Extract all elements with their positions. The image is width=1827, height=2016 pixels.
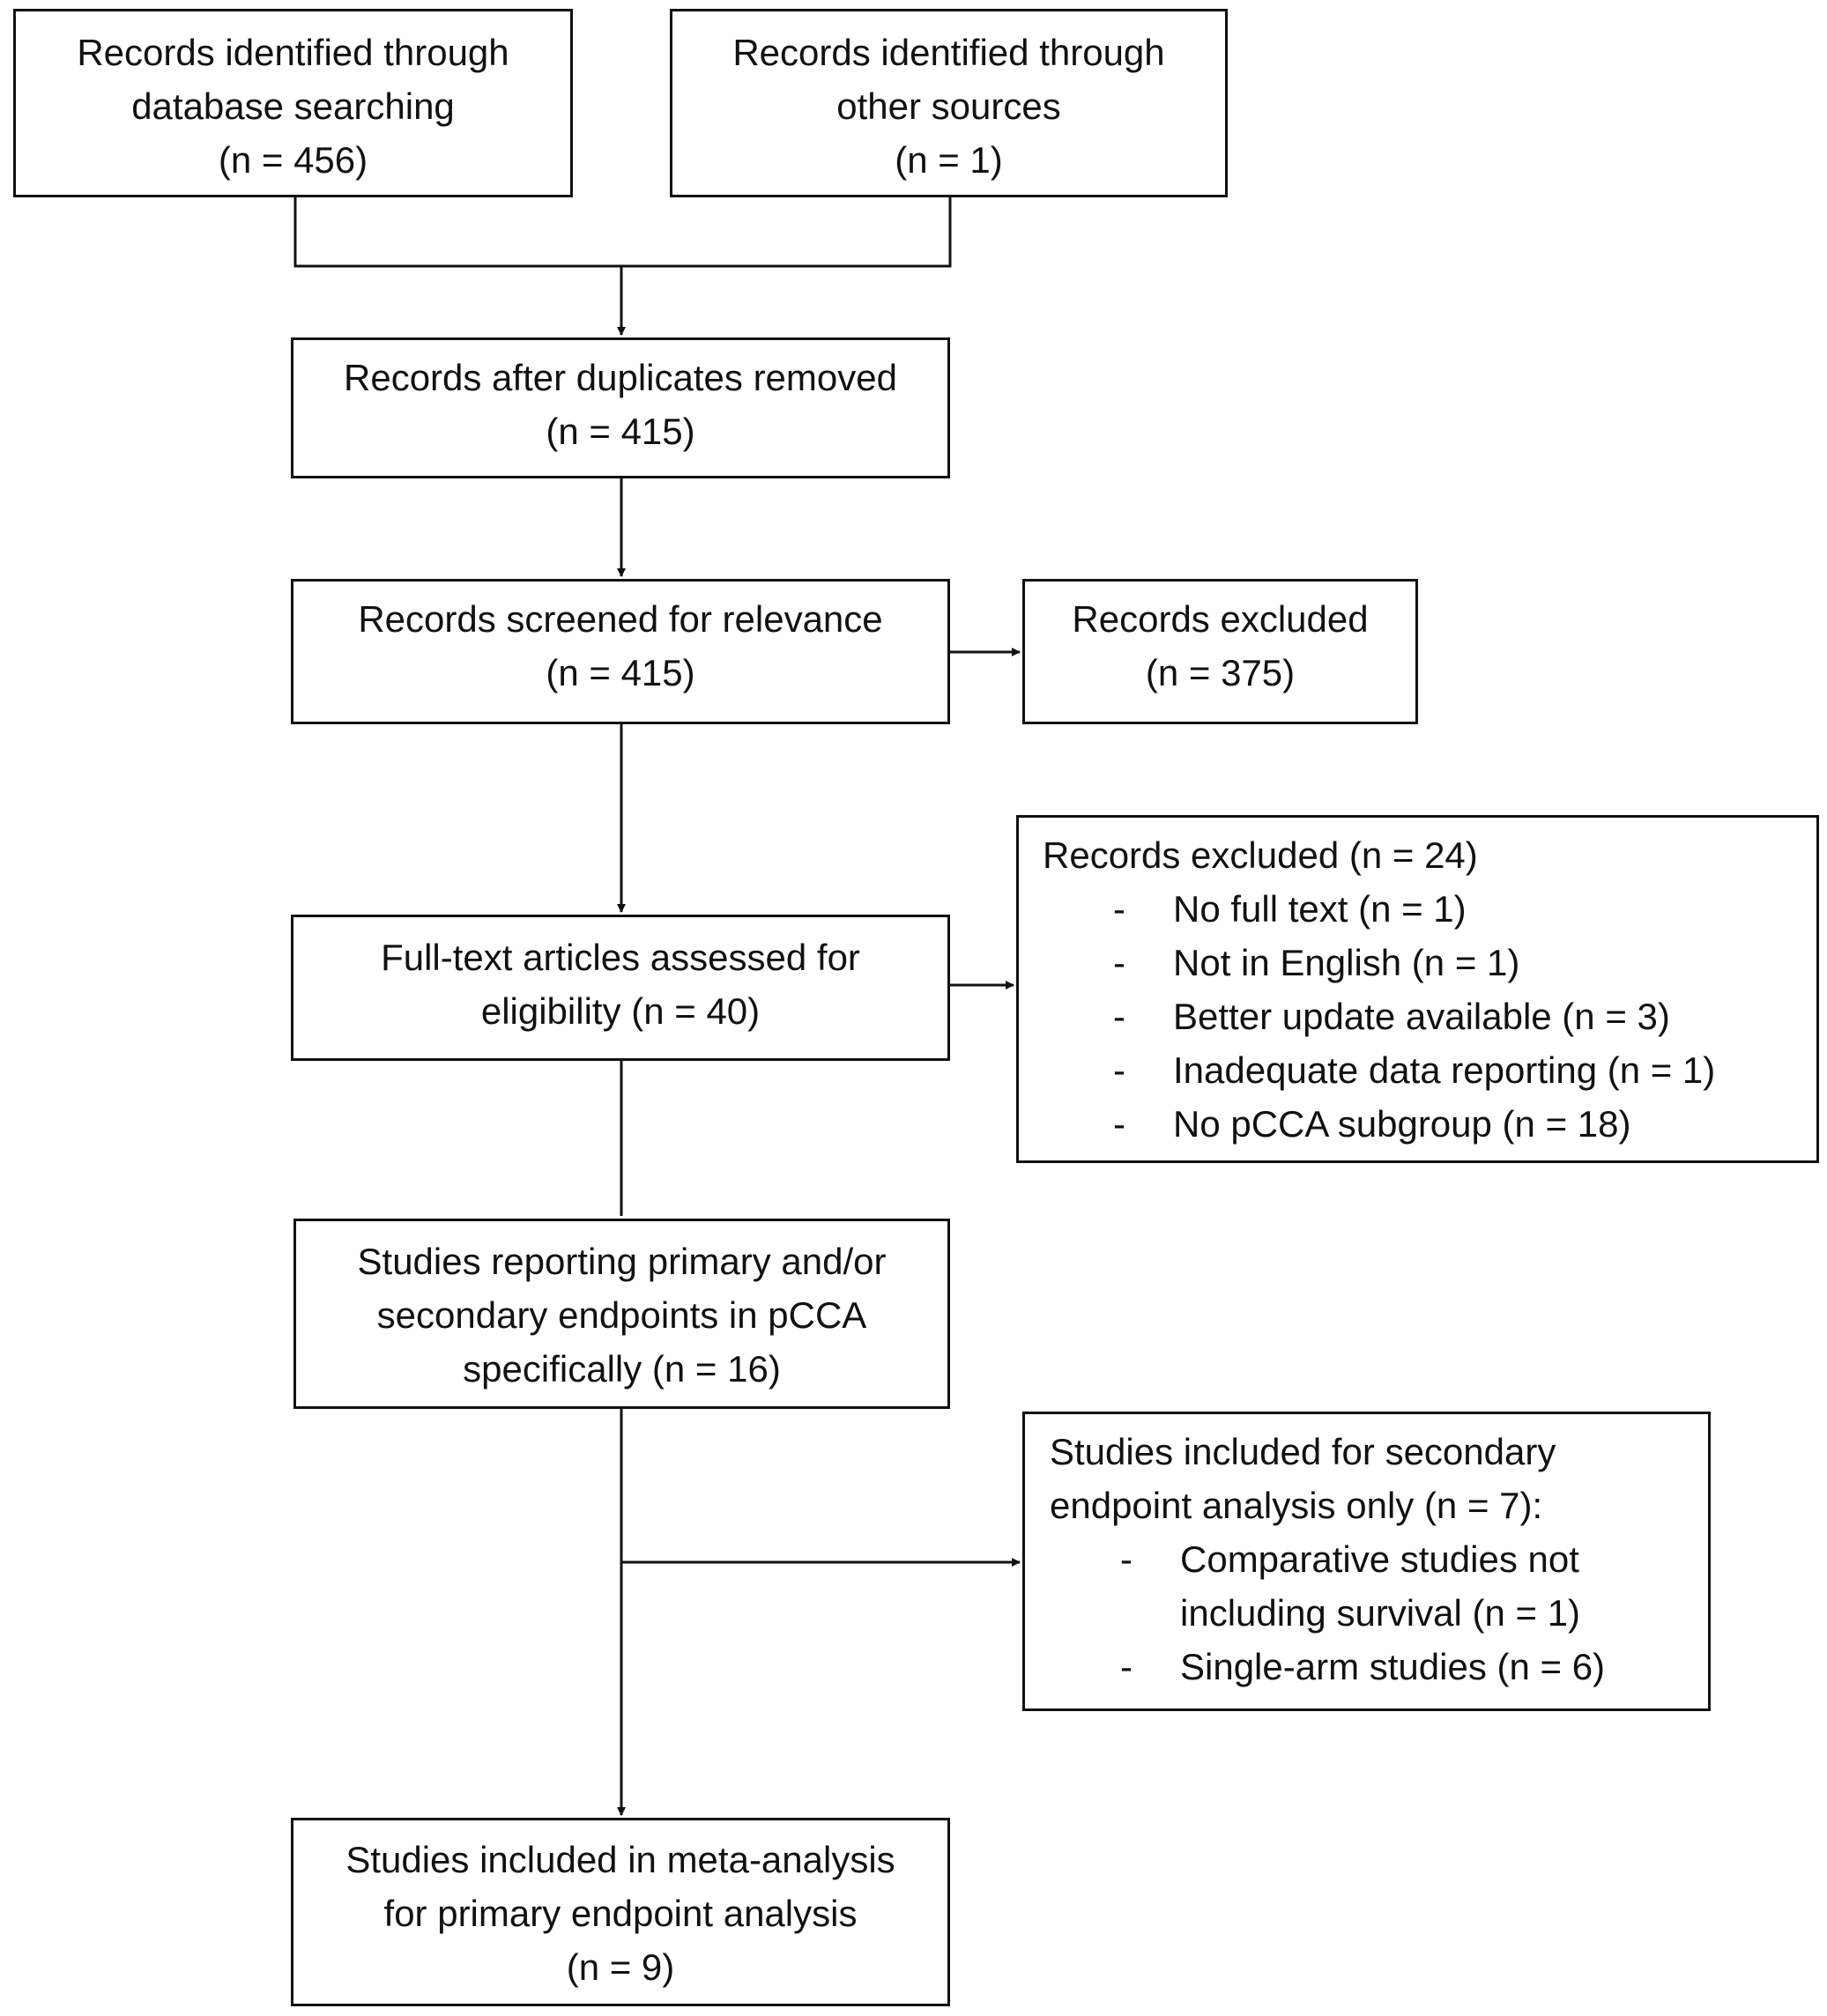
box-text-line: (n = 415) <box>546 652 695 693</box>
secondary-heading-line: endpoint analysis only (n = 7): <box>1050 1485 1543 1526</box>
list-item: - Inadequate data reporting (n = 1) <box>1043 1043 1816 1097</box>
list-item-text: No full text (n = 1) <box>1173 888 1467 930</box>
box-text-line: Records excluded <box>1072 598 1369 640</box>
box-text-line: (n = 415) <box>546 411 695 452</box>
bullet-dash: - <box>1120 1646 1133 1687</box>
box-duplicates-removed: Records after duplicates removed (n = 41… <box>291 337 950 478</box>
list-item: - Comparative studies not including surv… <box>1050 1532 1708 1640</box>
box-text-line: Full-text articles assessed for <box>381 937 860 978</box>
list-item: - Single-arm studies (n = 6) <box>1050 1640 1708 1694</box>
box-text-line: Studies included in meta-analysis <box>345 1839 895 1880</box>
box-text-line: Records screened for relevance <box>358 598 883 640</box>
list-item-text: No pCCA subgroup (n = 18) <box>1173 1103 1631 1145</box>
box-fulltext-assessed: Full-text articles assessed for eligibil… <box>291 915 950 1061</box>
merge-connector <box>293 196 952 268</box>
box-text-line: Records identified through <box>732 32 1165 73</box>
box-text-line: (n = 375) <box>1145 652 1296 693</box>
secondary-studies-list: - Comparative studies not including surv… <box>1050 1532 1708 1694</box>
list-item-text: Single-arm studies (n = 6) <box>1180 1646 1606 1687</box>
bullet-dash: - <box>1113 996 1125 1037</box>
list-item: - Better update available (n = 3) <box>1043 989 1816 1043</box>
bullet-dash: - <box>1113 1103 1125 1145</box>
excluded-heading: Records excluded (n = 24) <box>1043 834 1478 876</box>
list-item-text: Better update available (n = 3) <box>1173 996 1670 1037</box>
box-meta-analysis: Studies included in meta-analysis for pr… <box>291 1818 950 2006</box>
list-item-text: including survival (n = 1) <box>1180 1592 1581 1634</box>
box-other-sources: Records identified through other sources… <box>670 9 1228 197</box>
box-text-line: Studies reporting primary and/or <box>357 1241 887 1282</box>
box-text-line: specifically (n = 16) <box>463 1348 781 1390</box>
box-screened: Records screened for relevance (n = 415) <box>291 579 950 724</box>
list-item: - Not in English (n = 1) <box>1043 936 1816 989</box>
box-text-line: other sources <box>836 85 1061 127</box>
box-database-searching: Records identified through database sear… <box>13 9 573 197</box>
list-item-text: Inadequate data reporting (n = 1) <box>1173 1049 1716 1091</box>
list-item: - No pCCA subgroup (n = 18) <box>1043 1097 1816 1151</box>
secondary-heading-line: Studies included for secondary <box>1050 1431 1556 1472</box>
list-item-text: Comparative studies not <box>1180 1538 1579 1580</box>
bullet-dash: - <box>1120 1538 1133 1580</box>
box-text-line: Records identified through <box>77 32 509 73</box>
box-text-line: secondary endpoints in pCCA <box>376 1294 867 1336</box>
box-text-line: (n = 1) <box>895 139 1003 181</box>
box-secondary-only: Studies included for secondary endpoint … <box>1022 1412 1711 1711</box>
box-text-line: eligibility (n = 40) <box>480 990 761 1032</box>
excluded-reasons-list: - No full text (n = 1) - Not in English … <box>1043 882 1816 1151</box>
box-text-line: database searching <box>131 85 455 127</box>
box-text-line: (n = 456) <box>218 139 368 181</box>
box-text-line: (n = 9) <box>566 1946 675 1988</box>
box-excluded-screening: Records excluded (n = 375) <box>1022 579 1418 724</box>
list-item-text: Not in English (n = 1) <box>1173 942 1520 983</box>
box-reporting-pcca: Studies reporting primary and/or seconda… <box>293 1219 950 1409</box>
box-text-line: Records after duplicates removed <box>344 357 897 398</box>
bullet-dash: - <box>1113 942 1125 983</box>
box-excluded-fulltext: Records excluded (n = 24) - No full text… <box>1016 815 1819 1163</box>
box-text-line: for primary endpoint analysis <box>383 1893 858 1934</box>
bullet-dash: - <box>1113 888 1125 930</box>
list-item: - No full text (n = 1) <box>1043 882 1816 936</box>
bullet-dash: - <box>1113 1049 1125 1091</box>
